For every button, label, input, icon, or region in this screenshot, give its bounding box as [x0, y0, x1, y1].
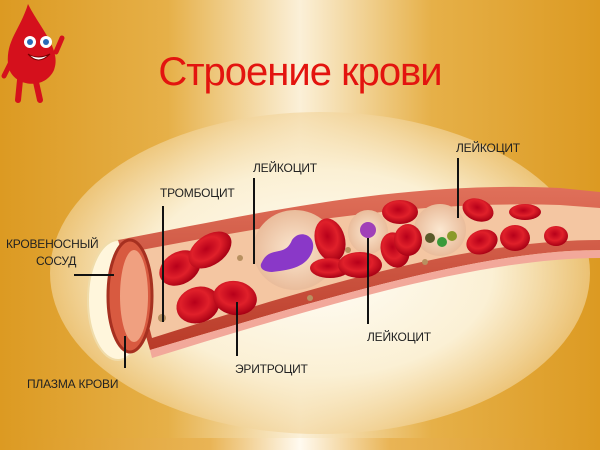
red-blood-cells	[159, 198, 568, 324]
label-vessel-line2: СОСУД	[36, 254, 77, 268]
leukocyte-nucleus	[260, 234, 314, 272]
label-platelet: ТРОМБОЦИТ	[160, 186, 235, 200]
page-title: Строение крови	[158, 50, 442, 94]
label-leukocyte-top: ЛЕЙКОЦИТ	[253, 161, 317, 175]
label-leukocyte-bottom: ЛЕЙКОЦИТ	[367, 330, 431, 344]
leader-line-erythrocyte	[236, 302, 238, 356]
leader-line-leukocyte-top	[253, 178, 255, 264]
leader-line-vessel	[74, 274, 114, 276]
blood-drop-mascot-icon	[1, 4, 65, 103]
label-plasma: ПЛАЗМА КРОВИ	[27, 377, 119, 391]
label-erythrocyte: ЭРИТРОЦИТ	[235, 362, 308, 376]
leader-line-leukocyte-right	[457, 158, 459, 218]
platelets	[158, 247, 428, 322]
leader-line-plasma	[124, 336, 126, 368]
leader-line-platelet	[162, 206, 164, 322]
label-leukocyte-right: ЛЕЙКОЦИТ	[456, 141, 520, 155]
leader-line-leukocyte-bottom	[367, 238, 369, 324]
label-vessel-line1: КРОВЕНОСНЫЙ	[6, 237, 99, 251]
bottom-band	[0, 438, 600, 450]
